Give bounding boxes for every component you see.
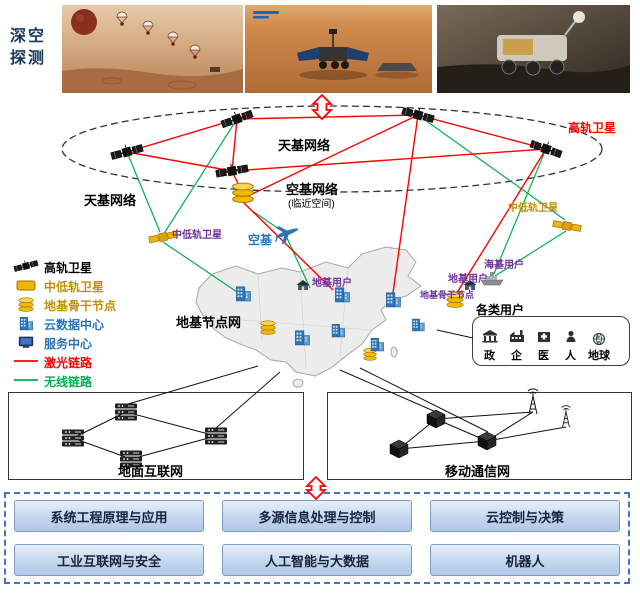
antenna-tower-icon — [527, 388, 539, 415]
user-type-icons — [482, 330, 605, 345]
parachute-sequence-icon — [116, 11, 201, 59]
users-box-title: 各类用户 — [476, 303, 525, 317]
antenna-tower-icon — [561, 405, 571, 428]
network-node-cube-icon — [426, 409, 446, 429]
btn-ai-bigdata[interactable]: 人工智能与大数据 — [222, 544, 412, 576]
space-network-ellipse — [61, 105, 603, 193]
wireless-links — [126, 114, 567, 297]
user-earth-label: 地球 — [588, 350, 610, 362]
ground-backbone-label: 地基骨干节点 — [420, 290, 475, 300]
rover-icon — [297, 29, 369, 69]
mars-descent-image — [62, 5, 243, 93]
near-space-label: (临近空间) — [288, 199, 335, 210]
server-stack-icon — [204, 427, 228, 445]
btn-robot[interactable]: 机器人 — [430, 544, 620, 576]
mid-low-orbit-right-label: 中低轨卫星 — [508, 203, 558, 214]
ground-backbone-icon — [232, 182, 254, 204]
legend-wireless-link: 无线链路 — [44, 375, 93, 389]
ground-user-left-label: 地基用户 — [312, 278, 352, 289]
taiwan-island — [390, 346, 398, 358]
user-person-label: 人 — [565, 350, 576, 362]
ground-backbone-icon — [18, 297, 34, 312]
air-base-label: 空基 — [248, 233, 273, 247]
up-down-arrow-bottom — [304, 475, 328, 501]
network-node-cube-icon — [389, 439, 409, 459]
china-map — [195, 246, 422, 388]
lander-icon — [210, 67, 220, 72]
legend-service-center: 服务中心 — [44, 337, 93, 351]
ground-internet-box — [8, 392, 304, 480]
user-gov-label: 政 — [484, 350, 495, 362]
hospital-icon — [538, 332, 550, 342]
mid-low-orbit-left-label: 中低轨卫星 — [172, 230, 222, 241]
cloud-datacenter-icon — [370, 337, 385, 352]
btn-multisource-info[interactable]: 多源信息处理与控制 — [222, 500, 412, 532]
up-down-arrow-top — [310, 93, 334, 121]
server-stack-icon — [61, 429, 85, 447]
mid-low-orbit-satellite-icon — [551, 218, 583, 234]
legend-ground-backbone: 地基骨干节点 — [44, 299, 117, 313]
btn-industrial-internet[interactable]: 工业互联网与安全 — [14, 544, 204, 576]
mission-logo-icon — [253, 11, 279, 19]
satellite-icon — [108, 139, 145, 162]
ground-user-right-label: 地基用户 — [448, 274, 488, 285]
rover-closeup-image — [437, 5, 630, 93]
person-icon — [566, 330, 576, 342]
cloud-datacenter-icon — [19, 316, 34, 331]
btn-cloud-control[interactable]: 云控制与决策 — [430, 500, 620, 532]
legend-cloud-datacenter: 云数据中心 — [44, 318, 105, 332]
high-orbit-satellite-label: 高轨卫星 — [568, 121, 617, 135]
service-center-icon — [18, 336, 34, 348]
network-node-cube-icon — [477, 431, 497, 451]
mobile-network-label: 移动通信网 — [445, 464, 511, 479]
earth-icon — [593, 333, 605, 345]
air-network-label: 空基网络 — [286, 182, 339, 197]
legend-laser-link: 激光链路 — [44, 356, 93, 370]
legend-icons — [12, 256, 40, 381]
user-hospital-label: 医 — [538, 350, 549, 362]
rover-body-icon — [497, 11, 585, 76]
sea-user-label: 海基用户 — [484, 260, 524, 271]
mid-low-orbit-icon — [16, 280, 36, 291]
mars-descent-art — [62, 5, 243, 93]
tech-panel: 系统工程原理与应用 多源信息处理与控制 云控制与决策 工业互联网与安全 人工智能… — [4, 492, 630, 584]
satellite-icon — [528, 135, 565, 160]
hainan-island — [292, 378, 304, 388]
landing-platform-icon — [375, 63, 419, 79]
enterprise-icon — [510, 330, 524, 342]
server-stack-icon — [114, 403, 138, 421]
zhurong-rover-art — [245, 5, 432, 93]
satellite-icon — [214, 160, 250, 180]
user-enterprise-label: 企 — [511, 350, 522, 362]
satellite-icon — [12, 256, 40, 273]
legend-high-orbit: 高轨卫星 — [44, 261, 93, 275]
legend-mid-low-orbit: 中低轨卫星 — [44, 280, 105, 294]
space-network-label: 天基网络 — [278, 138, 331, 153]
deep-space-label: 深空探测 — [10, 28, 47, 67]
cloud-datacenter-icon — [411, 318, 425, 332]
ground-node-network-label: 地基节点网 — [176, 315, 242, 330]
rover-closeup-art — [437, 5, 630, 93]
ground-internet-label: 地面互联网 — [118, 464, 184, 479]
government-icon — [482, 330, 498, 343]
zhurong-rover-image — [245, 5, 432, 93]
ground-backbone-icon — [260, 320, 276, 335]
space-network-left-label: 天基网络 — [84, 193, 137, 208]
btn-system-engineering[interactable]: 系统工程原理与应用 — [14, 500, 204, 532]
